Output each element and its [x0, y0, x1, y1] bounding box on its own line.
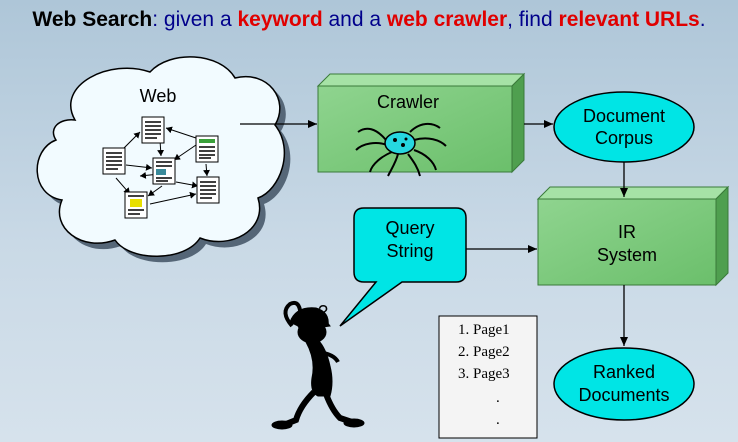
- spider-icon: [355, 122, 447, 177]
- title-keyword: keyword: [237, 8, 323, 31]
- query-label-line1: Query: [385, 218, 434, 238]
- document-icon: [124, 191, 148, 219]
- web-cloud: Web: [36, 56, 291, 263]
- query-label-line2: String: [386, 241, 433, 261]
- ir-label-line1: IR: [618, 222, 636, 242]
- query-string-callout: Query String: [339, 207, 467, 327]
- title-part-8: .: [699, 8, 706, 31]
- ranked-label-line2: Documents: [578, 385, 669, 405]
- thinking-person-figure: ?: [271, 300, 365, 430]
- title-part-6: , find: [507, 8, 559, 31]
- document-icon: [196, 176, 220, 204]
- ranked-documents-node: Ranked Documents: [553, 347, 695, 421]
- slide-title: Web Search: given a keyword and a web cr…: [0, 8, 738, 32]
- ir-system-box: IR System: [536, 185, 730, 287]
- title-part-2: : given a: [152, 8, 238, 31]
- ranked-label-line1: Ranked: [593, 362, 655, 382]
- web-page-network: [115, 126, 210, 205]
- document-icon: [102, 147, 126, 175]
- rank-item-3: 3. Page3: [458, 366, 510, 382]
- ir-label-line2: System: [597, 245, 657, 265]
- title-web-crawler: web crawler: [386, 8, 508, 31]
- document-icon: [195, 135, 219, 163]
- title-relevant-urls: relevant URLs: [558, 8, 700, 31]
- document-icon: [141, 116, 165, 144]
- crawler-box: Crawler: [316, 72, 526, 177]
- rank-item-2: 2. Page2: [458, 344, 510, 360]
- ranked-list-box: 1. Page1 2. Page2 3. Page3 . .: [438, 315, 538, 439]
- document-corpus-node: Document Corpus: [553, 91, 695, 163]
- corpus-label-line2: Corpus: [595, 128, 653, 148]
- rank-item-ellipsis-1: .: [496, 390, 500, 406]
- title-part-4: and a: [322, 8, 387, 31]
- web-label: Web: [140, 86, 177, 106]
- crawler-label: Crawler: [377, 92, 439, 112]
- flow-arrows: [240, 120, 628, 346]
- web-documents: [102, 116, 220, 219]
- title-part-1: Web Search: [32, 8, 153, 31]
- rank-item-1: 1. Page1: [458, 322, 510, 338]
- corpus-label-line1: Document: [583, 106, 665, 126]
- document-icon: [152, 157, 176, 185]
- rank-item-ellipsis-2: .: [496, 412, 500, 428]
